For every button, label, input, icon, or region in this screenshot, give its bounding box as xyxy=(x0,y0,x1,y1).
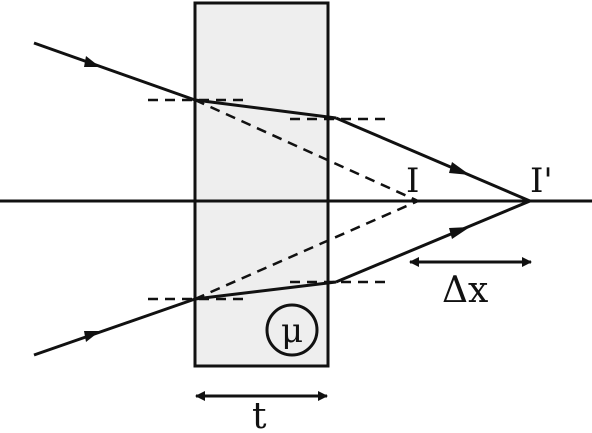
arrow-icon xyxy=(449,162,470,175)
arrow-icon xyxy=(449,227,470,239)
refractive-index-circle xyxy=(265,303,319,357)
refractive-index-label: μ xyxy=(281,311,303,351)
construction-lines xyxy=(148,98,419,301)
arrow-icon xyxy=(84,331,100,342)
lower-ray xyxy=(33,199,531,357)
ray-arrows xyxy=(84,56,470,342)
glass-slab xyxy=(193,1,330,368)
arrow-icon xyxy=(84,56,100,67)
extension-upper xyxy=(194,98,419,203)
shifted-image-label: I' xyxy=(530,161,553,201)
shift-label: Δx xyxy=(442,270,488,311)
upper-ray xyxy=(33,41,531,203)
image-label: I xyxy=(406,161,419,201)
extension-lower xyxy=(194,199,419,301)
thickness-label: t xyxy=(252,396,267,433)
